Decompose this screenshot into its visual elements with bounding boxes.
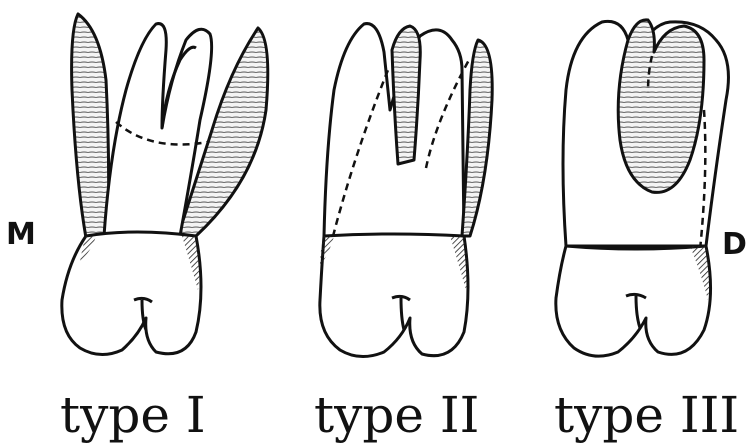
mesial-label: M — [6, 217, 36, 252]
mesial-root-1 — [72, 14, 109, 238]
central-root-2 — [392, 26, 420, 164]
tooth-type-1 — [62, 14, 268, 355]
type-3-label: type III — [554, 386, 739, 444]
distal-root-2 — [462, 40, 492, 236]
crown-2 — [320, 234, 468, 357]
type-2-label: type II — [314, 386, 479, 444]
tooth-type-2 — [320, 24, 492, 357]
type-1-label: type I — [60, 386, 206, 444]
crown-3 — [556, 246, 711, 356]
tooth-type-3 — [556, 20, 729, 356]
distal-label: D — [722, 227, 747, 262]
